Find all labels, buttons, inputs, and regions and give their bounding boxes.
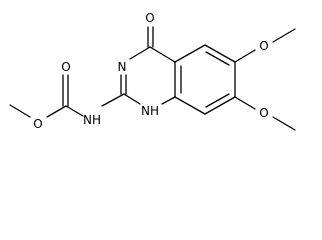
bond-c7-c8 xyxy=(204,96,236,115)
methoxy-oxygen-7-label: O xyxy=(259,106,268,120)
methoxy-oxygen-6-label: O xyxy=(259,39,268,53)
bond-o-ch3-6 xyxy=(272,28,296,43)
bond-c7-c8-inner xyxy=(205,93,230,108)
ring-nh-n1-label: NH xyxy=(141,104,159,118)
bond-c5-c6 xyxy=(204,44,236,63)
bond-c4-n3 xyxy=(129,46,151,60)
bond-c2-n1 xyxy=(123,93,141,105)
molecule-structure: O N NH NH O O O O xyxy=(9,11,296,131)
bond-oester-ch3 xyxy=(9,104,31,118)
carbonyl-oxygen-label: O xyxy=(145,11,154,25)
carbamate-carbonyl-oxygen-label: O xyxy=(61,60,70,74)
bond-c6-o xyxy=(234,49,256,63)
ester-oxygen-label: O xyxy=(33,117,42,131)
bond-c2-nh xyxy=(101,93,125,107)
bond-c4a-c5 xyxy=(174,44,206,63)
bond-c8-c8a xyxy=(174,96,206,115)
bond-cc-oester xyxy=(46,105,67,118)
bond-c5-c6-inner xyxy=(205,51,230,66)
ring-nitrogen-n3-label: N xyxy=(118,60,127,74)
bond-o-ch3-7 xyxy=(272,116,296,131)
bond-c4-c4a xyxy=(149,46,176,63)
bond-nh-cc xyxy=(65,105,84,117)
atom-labels: O N NH NH O O O O xyxy=(33,11,268,131)
bond-n1-c8a xyxy=(161,96,176,105)
bond-c7-o xyxy=(234,96,256,110)
bonds xyxy=(9,26,296,131)
carbamate-nh-label: NH xyxy=(83,113,101,127)
